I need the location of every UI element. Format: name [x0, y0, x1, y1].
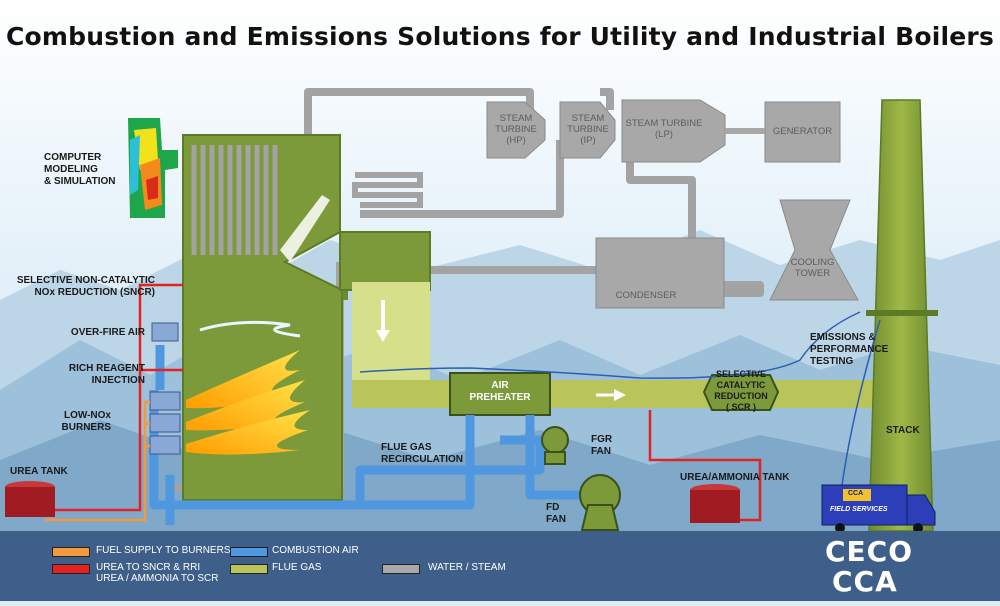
legend-bar: FUEL SUPPLY TO BURNERS UREA TO SNCR & RR…: [0, 531, 1000, 601]
fgr-fan: [541, 426, 569, 454]
field-services-truck: [821, 484, 936, 533]
label-cooling-tower: COOLING TOWER: [790, 257, 835, 279]
stack-platform: [866, 310, 938, 316]
urea-tank: [5, 487, 55, 517]
fd-fan-base: [580, 504, 620, 531]
legend-label-urea: UREA TO SNCR & RRI UREA / AMMONIA TO SCR: [96, 562, 219, 584]
legend-swatch-water-steam: [382, 564, 420, 574]
truck-badge: CCA: [848, 490, 864, 497]
economizer-hopper: [352, 282, 430, 380]
generator-shaft: [725, 128, 765, 134]
legend-swatch-fuel: [52, 547, 90, 557]
duct-arrowhead: [614, 389, 626, 401]
legend-swatch-urea: [52, 564, 90, 574]
label-condenser: CONDENSER: [615, 290, 677, 301]
label-fd-fan: FD FAN: [546, 502, 566, 525]
legend-label-fuel: FUEL SUPPLY TO BURNERS: [96, 545, 231, 556]
hopper-arrowhead: [376, 330, 390, 342]
label-urea-tank: UREA TANK: [10, 466, 68, 477]
boiler-nose-flow: [280, 195, 330, 262]
label-generator: GENERATOR: [772, 126, 833, 137]
waterwall-tubes: [191, 145, 278, 255]
legend-label-flue-gas: FLUE GAS: [272, 562, 322, 573]
condenser: [595, 237, 725, 309]
emissions-test-cable-2: [839, 319, 881, 501]
legend-label-water-steam: WATER / STEAM: [428, 562, 506, 573]
label-steam-turbine-hp: STEAM TURBINE (HP): [495, 113, 537, 146]
label-urea-ammonia-tank: UREA/AMMONIA TANK: [680, 472, 790, 483]
truck-text: FIELD SERVICES: [830, 506, 888, 513]
lp-turbine: [621, 99, 726, 163]
label-steam-turbine-lp: STEAM TURBINE (LP): [625, 118, 703, 140]
label-stack: STACK: [886, 425, 920, 436]
label-emissions-testing: EMISSIONS & PERFORMANCE TESTING: [810, 332, 889, 367]
legend-label-combustion-air: COMBUSTION AIR: [272, 545, 359, 556]
logo-ceco: CECO: [825, 535, 914, 568]
fuel-lines: [45, 400, 150, 522]
label-steam-turbine-ip: STEAM TURBINE (IP): [567, 113, 609, 146]
label-sncr: SELECTIVE NON-CATALYTIC NOx REDUCTION (S…: [16, 275, 155, 298]
label-flue-gas-recirculation: FLUE GAS RECIRCULATION: [381, 442, 464, 465]
label-rich-reagent-injection: RICH REAGENT INJECTION: [68, 363, 145, 386]
page-title: Combustion and Emissions Solutions for U…: [5, 22, 995, 51]
label-fgr-fan: FGR FAN: [591, 434, 613, 457]
over-fire-air-jet: [199, 320, 301, 338]
legend-swatch-flue-gas: [230, 564, 268, 574]
burner-flames: [186, 350, 310, 455]
logo-cca: CCA: [832, 565, 898, 598]
emissions-test-cable: [359, 311, 861, 379]
label-computer-modeling: COMPUTER MODELING & SIMULATION: [44, 152, 116, 187]
cfd-model-graphic: [128, 118, 178, 218]
fgr-fan-base: [544, 451, 566, 465]
label-low-nox-burners: LOW-NOx BURNERS: [61, 410, 111, 433]
ip-turbine: [559, 101, 616, 159]
label-air-preheater: AIR PREHEATER: [469, 380, 531, 403]
generator: [764, 101, 841, 163]
burners: [149, 322, 181, 455]
label-scr: SELECTIVE CATALYTIC REDUCTION ( SCR ): [714, 369, 768, 412]
hp-turbine: [486, 101, 546, 159]
label-over-fire-air: OVER-FIRE AIR: [70, 327, 145, 338]
scr-reactor: [702, 374, 780, 411]
cooling-tower: [769, 199, 859, 301]
legend-swatch-combustion-air: [230, 547, 268, 557]
urea-ammonia-tank: [690, 490, 740, 523]
air-preheater: [449, 372, 551, 416]
boiler-backpass: [339, 231, 431, 291]
